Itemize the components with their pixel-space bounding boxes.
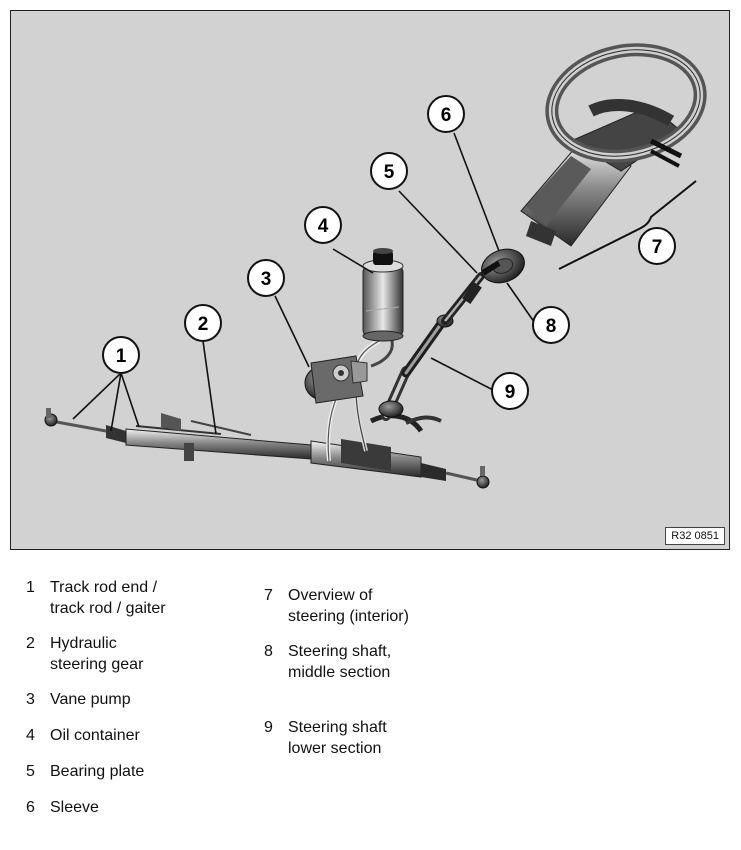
callout-2: 2 xyxy=(184,304,222,342)
legend-line: steering (interior) xyxy=(288,608,409,625)
legend-item: 5 Bearing plate xyxy=(26,761,144,782)
svg-text:3: 3 xyxy=(261,269,272,290)
oil-container xyxy=(362,248,404,342)
legend-description: Steering shaft, middle section xyxy=(288,641,391,683)
legend-number: 3 xyxy=(26,691,35,708)
legend-line: Overview of xyxy=(288,587,373,604)
steering-diagram: 1 2 3 4 5 6 7 8 9 R32 0851 xyxy=(10,10,730,550)
legend-line: steering gear xyxy=(50,656,144,673)
legend-item: 1 Track rod end / track rod / gaiter xyxy=(26,577,166,619)
legend-description: Sleeve xyxy=(50,797,99,818)
svg-text:4: 4 xyxy=(318,216,329,237)
legend-number: 5 xyxy=(26,763,35,780)
svg-text:5: 5 xyxy=(384,162,395,183)
legend-line: Oil container xyxy=(50,727,140,744)
steering-rack xyxy=(44,408,490,489)
legend-description: Bearing plate xyxy=(50,761,144,782)
legend-line: Steering shaft, xyxy=(288,643,392,660)
legend-item: 4 Oil container xyxy=(26,725,140,746)
callout-7: 7 xyxy=(638,227,676,265)
callouts: 1 2 3 4 5 6 7 8 9 xyxy=(102,95,676,410)
svg-text:7: 7 xyxy=(652,237,663,258)
legend-item: 7 Overview of steering (interior) xyxy=(264,585,409,627)
steering-illustration: 1 2 3 4 5 6 7 8 9 xyxy=(44,43,707,489)
legend-description: Steering shaft lower section xyxy=(288,717,387,759)
legend-number: 2 xyxy=(26,635,35,652)
bearing-plate-and-sleeve xyxy=(481,248,525,284)
legend-line: Hydraulic xyxy=(50,635,117,652)
legend-line: Sleeve xyxy=(50,799,99,816)
callout-8: 8 xyxy=(532,306,570,344)
legend-line: Vane pump xyxy=(50,691,131,708)
legend-line: middle section xyxy=(288,664,391,681)
vane-pump xyxy=(304,355,368,404)
svg-text:9: 9 xyxy=(505,382,516,403)
legend-description: Vane pump xyxy=(50,689,131,710)
legend-number: 7 xyxy=(264,587,273,604)
legend-item: 2 Hydraulic steering gear xyxy=(26,633,143,675)
overview-bracket xyxy=(558,180,697,270)
figure-reference-code: R32 0851 xyxy=(665,527,725,545)
legend-item: 9 Steering shaft lower section xyxy=(264,717,387,759)
svg-text:6: 6 xyxy=(441,105,452,126)
callout-6: 6 xyxy=(427,95,465,133)
legend-description: Overview of steering (interior) xyxy=(288,585,409,627)
legend-number: 6 xyxy=(26,799,35,816)
legend-description: Hydraulic steering gear xyxy=(50,633,143,675)
callout-1: 1 xyxy=(102,336,140,374)
legend-number: 4 xyxy=(26,727,35,744)
legend-line: Bearing plate xyxy=(50,763,145,780)
legend-line: track rod / gaiter xyxy=(50,600,166,617)
svg-text:1: 1 xyxy=(116,346,127,367)
callout-3: 3 xyxy=(247,259,285,297)
legend-number: 8 xyxy=(264,643,273,660)
legend-description: Oil container xyxy=(50,725,140,746)
steering-column xyxy=(520,43,707,247)
legend-line: Steering shaft xyxy=(288,719,387,736)
svg-text:2: 2 xyxy=(198,314,209,335)
svg-text:8: 8 xyxy=(546,316,557,337)
callout-4: 4 xyxy=(304,206,342,244)
legend-item: 6 Sleeve xyxy=(26,797,99,818)
legend-line: Track rod end / xyxy=(50,579,158,596)
legend-item: 8 Steering shaft, middle section xyxy=(264,641,391,683)
legend-item: 3 Vane pump xyxy=(26,689,131,710)
legend-number: 1 xyxy=(26,579,35,596)
leader-lines xyxy=(72,132,540,435)
callout-9: 9 xyxy=(491,372,529,410)
callout-5: 5 xyxy=(370,152,408,190)
legend-description: Track rod end / track rod / gaiter xyxy=(50,577,166,619)
legend-number: 9 xyxy=(264,719,273,736)
steering-shaft xyxy=(378,272,485,421)
legend-line: lower section xyxy=(288,740,382,757)
